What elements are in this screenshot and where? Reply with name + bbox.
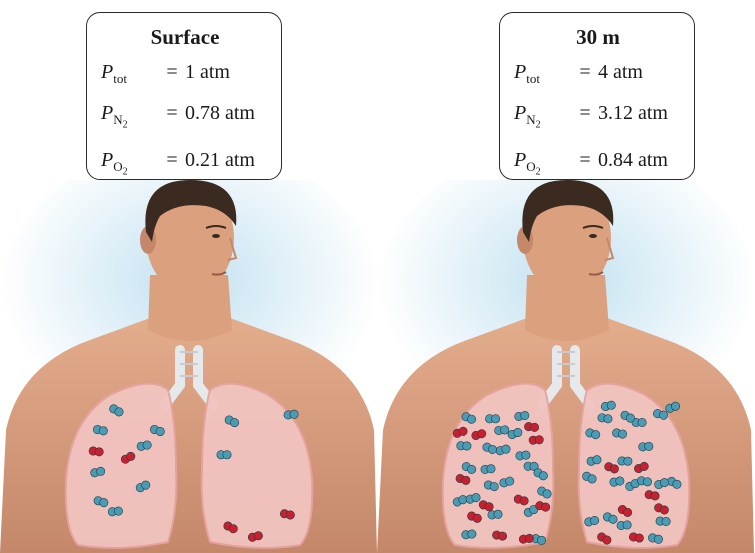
depth-30m-panel: 30 m Ptot = 4 atm PN2 = 3.12 atm PO2 = 0…: [377, 0, 754, 553]
pressure-label-box: Surface Ptot = 1 atm PN2 = 0.78 atm PO2 …: [86, 12, 282, 180]
equals-sign: =: [572, 96, 598, 130]
eye: [212, 234, 220, 238]
pressure-value: 4 atm: [598, 55, 643, 89]
person-lungs-illustration: [0, 180, 377, 553]
nitrogen-molecule: [638, 442, 653, 452]
pressure-value: 0.78 atm: [185, 96, 255, 130]
nitrogen-molecule: [494, 425, 509, 435]
total-pressure-row: Ptot = 1 atm: [101, 55, 269, 96]
pressure-value: 3.12 atm: [598, 96, 668, 130]
nitrogen-molecule: [485, 415, 499, 423]
eye: [589, 234, 597, 238]
equals-sign: =: [159, 143, 185, 177]
panel-title: 30 m: [514, 23, 682, 51]
nitrogen-molecule: [617, 520, 632, 530]
pressure-label-box: 30 m Ptot = 4 atm PN2 = 3.12 atm PO2 = 0…: [499, 12, 695, 180]
total-pressure-row: Ptot = 4 atm: [514, 55, 682, 96]
equals-sign: =: [159, 55, 185, 89]
symbol: Ptot: [101, 55, 159, 96]
nitrogen-molecule: [480, 464, 495, 474]
pressure-value: 0.84 atm: [598, 143, 668, 177]
nitrogen-molecule: [217, 451, 231, 459]
nitrogen-molecule: [108, 506, 123, 516]
nitrogen-pressure-row: PN2 = 3.12 atm: [514, 96, 682, 143]
equals-sign: =: [572, 143, 598, 177]
equals-sign: =: [572, 55, 598, 89]
nitrogen-molecule: [284, 410, 299, 420]
oxygen-molecule: [529, 435, 544, 444]
equals-sign: =: [159, 96, 185, 130]
nitrogen-molecule: [656, 517, 671, 526]
nitrogen-molecule: [457, 441, 472, 450]
symbol: PN2: [101, 96, 159, 143]
pressure-value: 1 atm: [185, 55, 230, 89]
nitrogen-pressure-row: PN2 = 0.78 atm: [101, 96, 269, 143]
symbol: PN2: [514, 96, 572, 143]
person-lungs-illustration: [377, 180, 754, 553]
symbol: Ptot: [514, 55, 572, 96]
surface-panel: Surface Ptot = 1 atm PN2 = 0.78 atm PO2 …: [0, 0, 377, 553]
pressure-value: 0.21 atm: [185, 143, 255, 177]
panel-title: Surface: [101, 23, 269, 51]
nitrogen-molecule: [618, 457, 633, 466]
